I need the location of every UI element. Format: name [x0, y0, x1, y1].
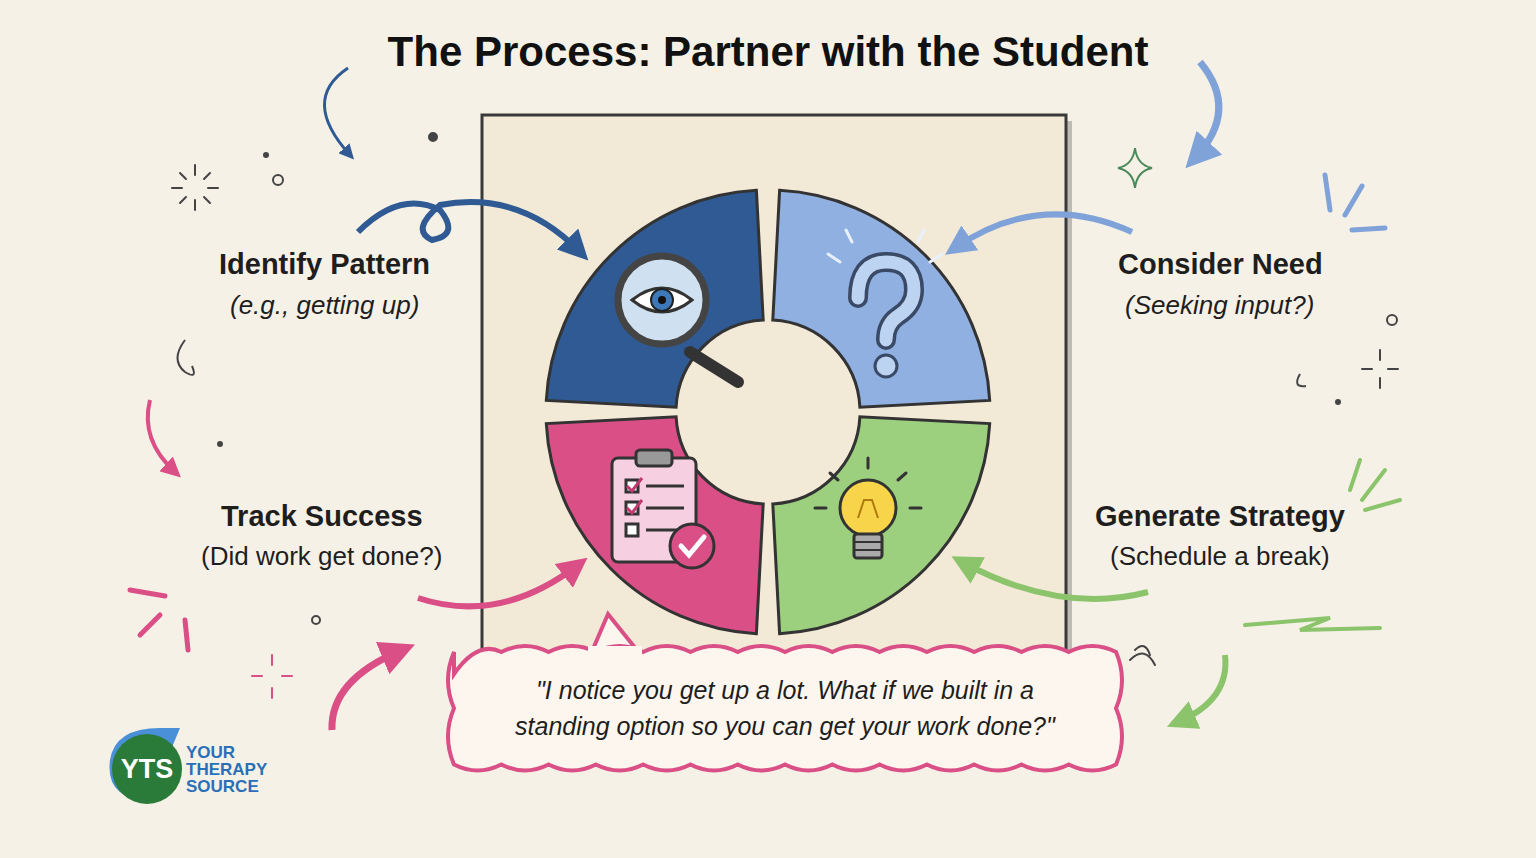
- logo-circle: [112, 734, 182, 804]
- step-note: (Seeking input?): [1125, 290, 1314, 321]
- logo-badge: YTS: [112, 734, 182, 804]
- step-heading: Identify Pattern: [219, 248, 430, 281]
- step-note: (Did work get done?): [201, 541, 442, 572]
- node-outline: [440, 642, 1130, 775]
- ring-segment-generate: [773, 417, 990, 634]
- step-note: (e.g., getting up): [230, 290, 419, 321]
- dashes: [1325, 175, 1385, 230]
- ring-segment-consider: [773, 190, 990, 407]
- logo-wordmark: YOUR THERAPY SOURCE: [186, 744, 267, 795]
- deco-arrow: [148, 400, 175, 472]
- lightbulb-icon: [815, 458, 921, 558]
- deco-arrow: [332, 650, 402, 730]
- step-heading: Generate Strategy: [1095, 500, 1345, 533]
- title: The Process: Partner with the Student: [0, 28, 1536, 76]
- dashes: [130, 590, 188, 650]
- deco-arrow: [324, 68, 350, 155]
- step-heading: Track Success: [221, 500, 423, 533]
- panel: [482, 115, 1066, 700]
- ring-segment-track: [546, 417, 763, 634]
- logo-initials: YTS: [121, 754, 174, 785]
- sparkles: [172, 148, 1398, 698]
- ring-segment-identify: [546, 190, 763, 407]
- bubble-outline: [448, 646, 1122, 771]
- quote-text: "I notice you get up a lot. What if we b…: [440, 672, 1130, 745]
- deco-arrow: [1195, 62, 1219, 158]
- question-icon: [828, 230, 942, 377]
- speech-bubble: "I notice you get up a lot. What if we b…: [440, 642, 1130, 775]
- pointer-arrow: [358, 202, 580, 252]
- bubble-tail-join: [588, 646, 642, 660]
- deco-arrow: [1178, 655, 1225, 722]
- pointer-arrow: [955, 214, 1132, 248]
- dots: [178, 133, 1398, 624]
- magnifier-icon: [618, 256, 738, 382]
- step-heading: Consider Need: [1118, 248, 1323, 281]
- pointer-arrow: [418, 565, 578, 606]
- clipboard-icon: [612, 450, 714, 568]
- step-note: (Schedule a break): [1110, 541, 1330, 572]
